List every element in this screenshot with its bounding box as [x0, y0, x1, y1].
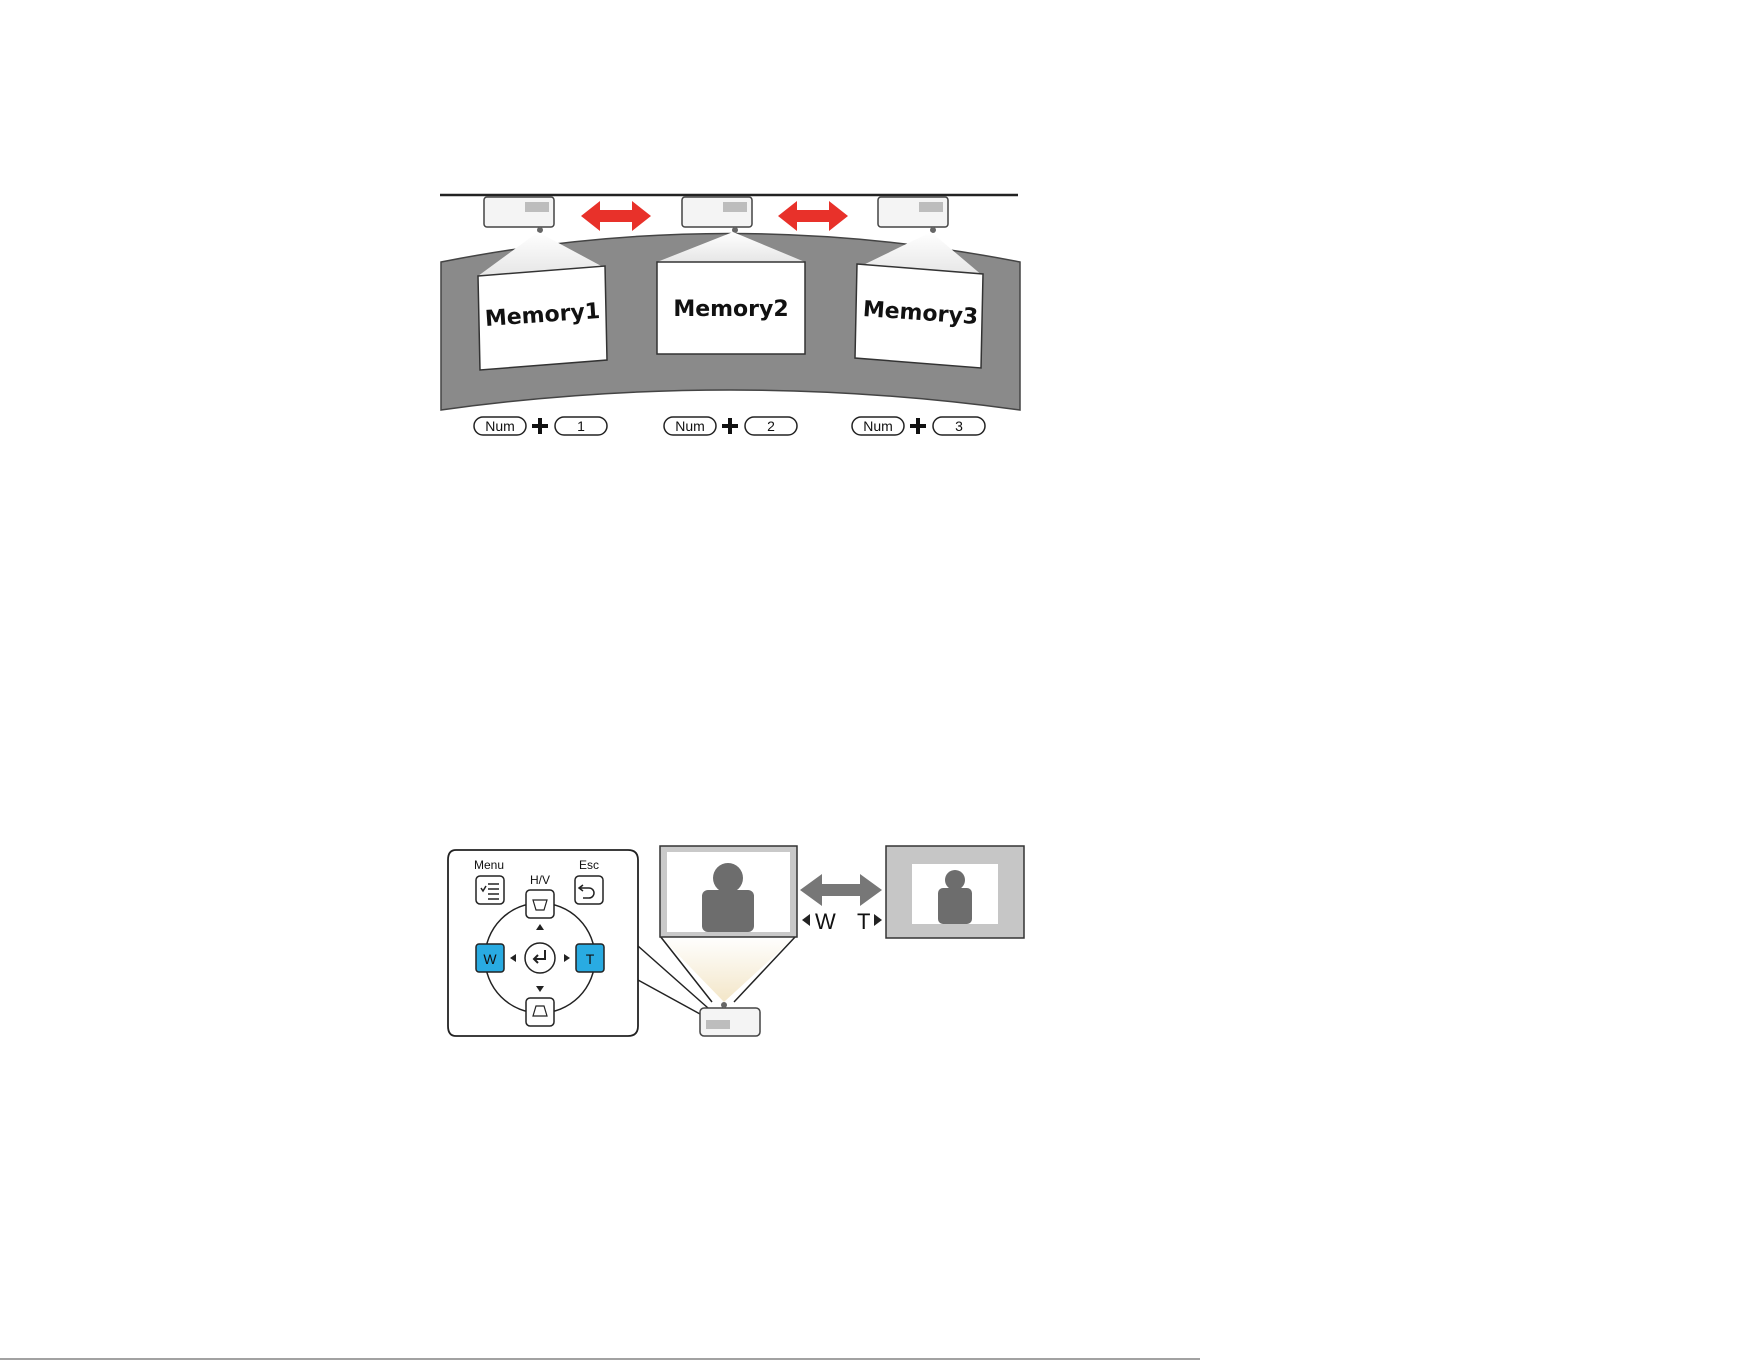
menu-button[interactable]	[476, 876, 504, 904]
memory-diagram: Memory1 Memory2 Memory3 Num 1 Num 2 Num …	[440, 195, 1020, 435]
zoom-tele-label: T	[857, 909, 870, 934]
number-key-label: 1	[577, 418, 585, 434]
keystone-down-button[interactable]	[526, 998, 554, 1026]
plus-icon	[910, 418, 926, 434]
key-combo-2: Num 2	[664, 417, 797, 435]
hv-label: H/V	[530, 873, 550, 887]
projection-beam	[660, 936, 796, 1002]
wide-arrow-icon	[802, 914, 810, 926]
esc-button[interactable]	[575, 876, 603, 904]
plus-icon	[722, 418, 738, 434]
tele-image-panel	[886, 846, 1024, 938]
key-combo-1: Num 1	[474, 417, 607, 435]
number-key-label: 3	[955, 418, 963, 434]
zoom-wide-label: W	[815, 909, 836, 934]
tele-arrow-icon	[874, 914, 882, 926]
move-arrow-icon	[581, 201, 651, 231]
menu-label: Menu	[474, 858, 504, 872]
number-key-label: 2	[767, 418, 775, 434]
move-arrow-icon	[778, 201, 848, 231]
keystone-up-button[interactable]	[526, 890, 554, 918]
zoom-arrow-icon	[800, 874, 882, 906]
wide-image-panel	[660, 846, 797, 937]
num-key-label: Num	[863, 418, 893, 434]
plus-icon	[532, 418, 548, 434]
projector-icon	[478, 197, 605, 276]
key-combo-3: Num 3	[852, 417, 985, 435]
callout-line	[638, 980, 700, 1014]
projector-icon	[857, 197, 983, 276]
memory2-label: Memory2	[673, 297, 788, 322]
tele-button-label: T	[586, 951, 595, 967]
esc-label: Esc	[579, 858, 599, 872]
num-key-label: Num	[485, 418, 515, 434]
projector-icon	[700, 1002, 760, 1036]
remote-control-panel: Menu Esc H/V W T	[448, 850, 638, 1036]
wide-button-label: W	[483, 951, 497, 967]
num-key-label: Num	[675, 418, 705, 434]
zoom-diagram: Menu Esc H/V W T	[448, 846, 1024, 1036]
